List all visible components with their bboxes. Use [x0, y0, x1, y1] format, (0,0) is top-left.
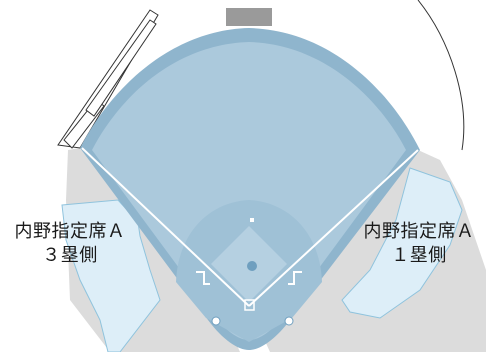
- third-base-coach-box: [196, 271, 210, 285]
- third-base-section-label: 内野指定席Ａ ３塁側: [0, 220, 140, 268]
- on-deck-circle-right: [284, 316, 294, 326]
- stadium-outer-arc: [417, 0, 465, 151]
- first-base-coach-box: [288, 271, 302, 285]
- left-field-structure: [57, 9, 159, 149]
- section-name: 内野指定席Ａ: [363, 221, 475, 242]
- first-base-section-label: 内野指定席Ａ １塁側: [352, 220, 486, 268]
- scoreboard: [226, 8, 272, 26]
- home-plate-area: [244, 299, 255, 311]
- first-base-foul-line: [248, 149, 419, 307]
- on-deck-circle-left: [211, 316, 221, 326]
- section-side: １塁側: [391, 245, 447, 266]
- section-name: 内野指定席Ａ: [14, 221, 126, 242]
- seat-section-first-base[interactable]: [341, 167, 463, 319]
- second-base: [250, 218, 254, 222]
- pitchers-mound: [247, 261, 257, 271]
- outfield-grass: [92, 42, 406, 340]
- section-side: ３塁側: [42, 245, 98, 266]
- third-base-foul-line: [81, 147, 250, 307]
